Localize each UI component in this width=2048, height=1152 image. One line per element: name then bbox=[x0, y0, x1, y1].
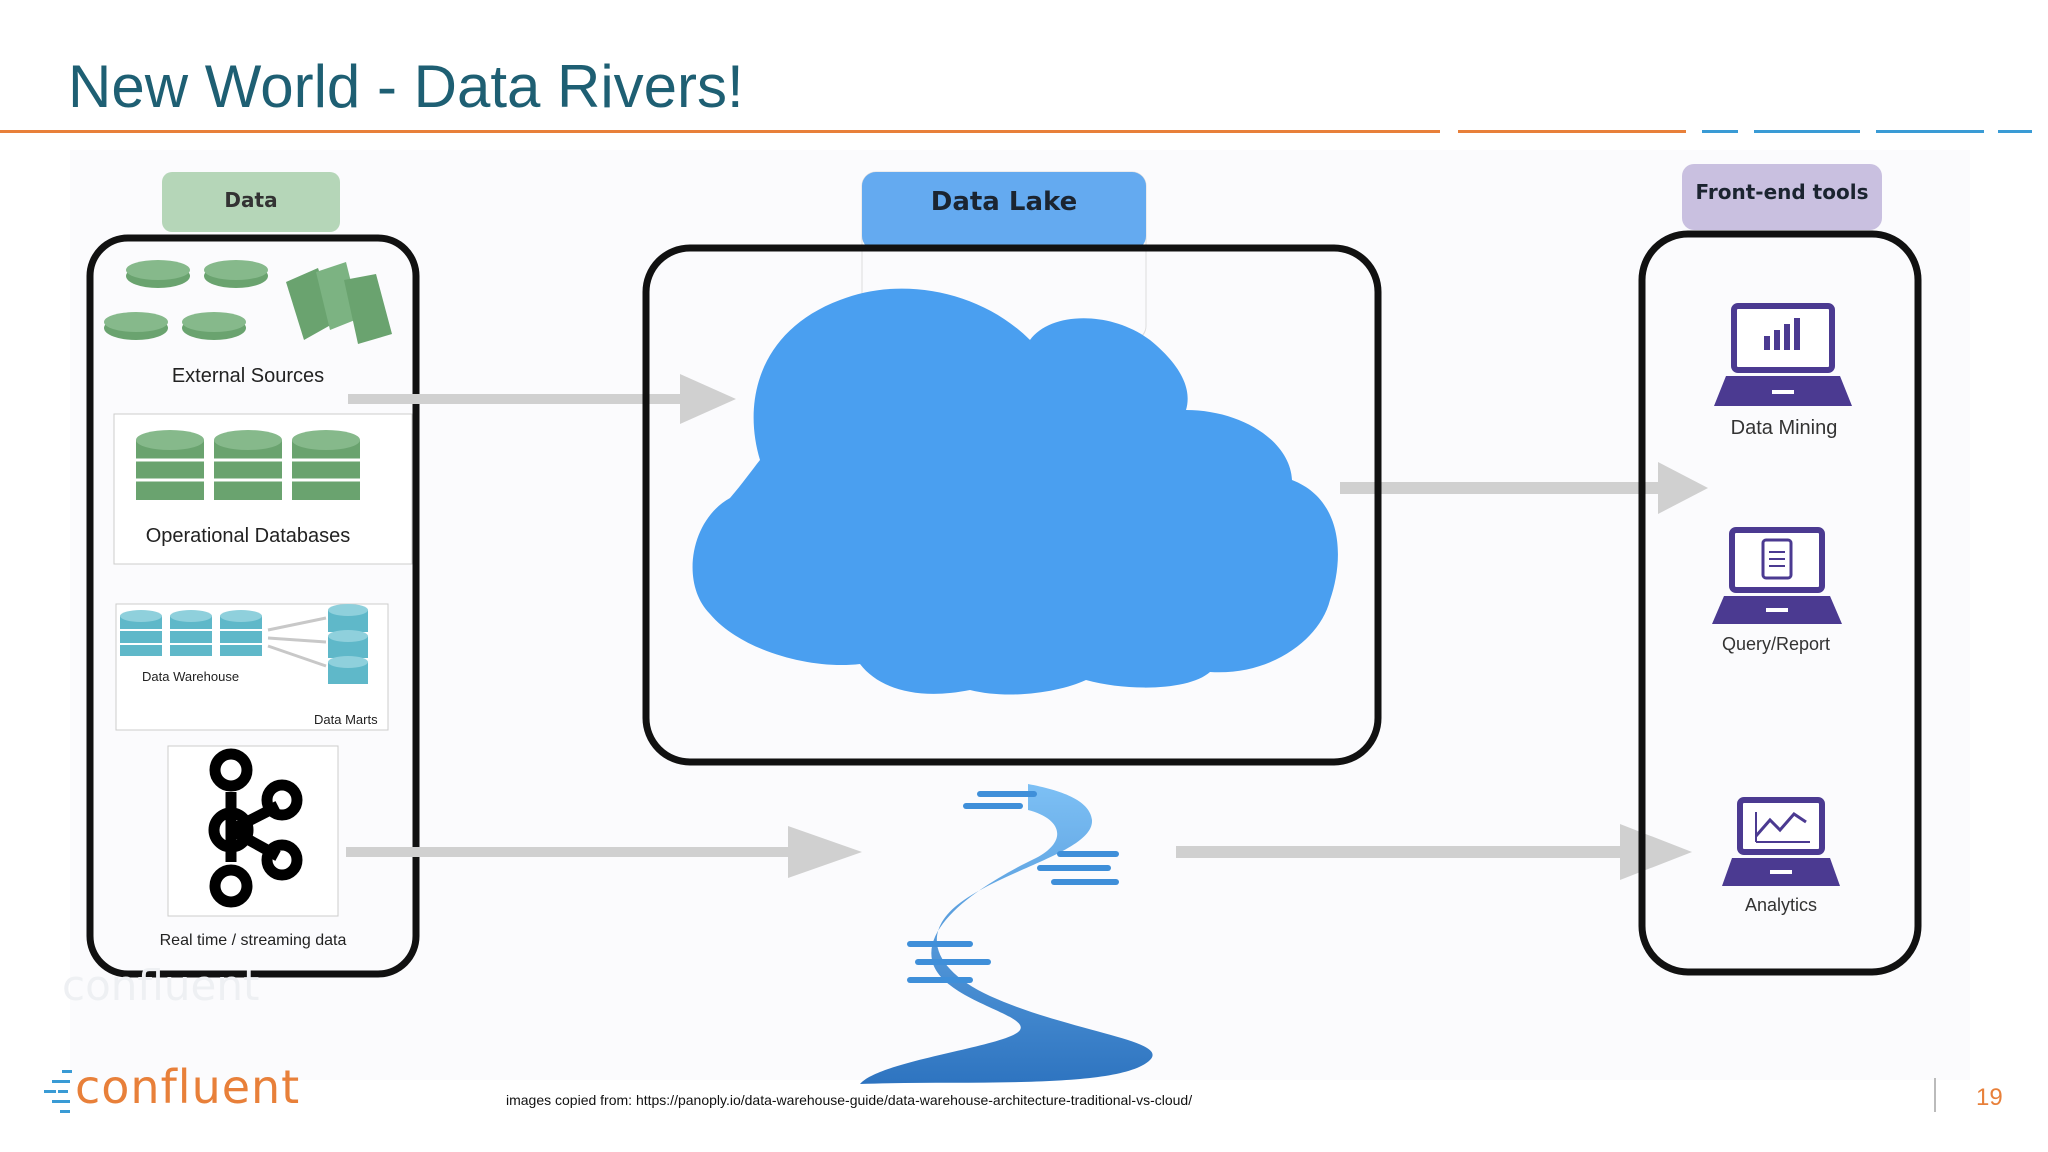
data-column-frame bbox=[86, 234, 420, 978]
page-number: 19 bbox=[1976, 1084, 2003, 1111]
arrow-river-to-frontend bbox=[1176, 824, 1692, 880]
page-number-divider bbox=[1934, 1078, 1936, 1112]
title-rule-blue-4 bbox=[1998, 130, 2032, 133]
frontend-column: Front-end tools Data Mining Query/Report bbox=[1638, 164, 1922, 976]
data-warehouse-label: Data Warehouse bbox=[142, 669, 239, 684]
data-lake-frame bbox=[642, 244, 1382, 766]
data-lake-tab-label: Data Lake bbox=[931, 187, 1078, 217]
laptop-clipboard-icon bbox=[1712, 527, 1842, 624]
laptop-chart-icon bbox=[1714, 303, 1852, 406]
confluent-logo-text: confluent bbox=[75, 1060, 301, 1114]
title-rule-blue-3 bbox=[1876, 130, 1984, 133]
arrow-streaming-to-river bbox=[346, 826, 862, 878]
river-icon bbox=[860, 784, 1153, 1084]
title-rule-blue-2 bbox=[1754, 130, 1860, 133]
frontend-tab-label: Front-end tools bbox=[1696, 180, 1869, 204]
frontend-column-frame bbox=[1638, 230, 1922, 976]
kafka-logo-icon bbox=[208, 748, 303, 908]
cloud-icon bbox=[692, 288, 1338, 695]
real-time-streaming-label: Real time / streaming data bbox=[160, 932, 347, 949]
confluent-logo-icon bbox=[44, 1070, 72, 1113]
operational-databases-label: Operational Databases bbox=[146, 525, 351, 547]
analytics-label: Analytics bbox=[1745, 895, 1817, 915]
title-rule-orange bbox=[0, 130, 1440, 133]
confluent-watermark: confluent bbox=[62, 961, 259, 1010]
external-sources-label: External Sources bbox=[172, 365, 324, 387]
data-lake: Data Lake bbox=[642, 171, 1382, 766]
frontend-tab bbox=[1682, 164, 1882, 230]
arrow-lake-to-frontend bbox=[1340, 462, 1708, 514]
operational-databases-icon bbox=[136, 430, 360, 500]
data-mining-label: Data Mining bbox=[1731, 417, 1838, 439]
data-tab-label: Data bbox=[224, 188, 277, 212]
query-report-label: Query/Report bbox=[1722, 634, 1830, 654]
arrow-sources-to-lake bbox=[348, 374, 736, 424]
title-rule-orange-2 bbox=[1458, 130, 1686, 133]
data-tab bbox=[162, 172, 340, 232]
image-source-note: images copied from: https://panoply.io/d… bbox=[506, 1092, 1193, 1108]
slide-title: New World - Data Rivers! bbox=[68, 53, 744, 120]
data-lake-tab bbox=[862, 172, 1146, 250]
data-marts-label: Data Marts bbox=[314, 712, 378, 727]
data-marts-icon bbox=[267, 604, 368, 684]
title-rule-blue-1 bbox=[1702, 130, 1738, 133]
external-sources-icon bbox=[104, 260, 392, 344]
data-column: Data External Sources bbox=[86, 172, 420, 978]
data-warehouse-icon bbox=[120, 610, 262, 656]
laptop-line-chart-icon bbox=[1722, 797, 1840, 886]
